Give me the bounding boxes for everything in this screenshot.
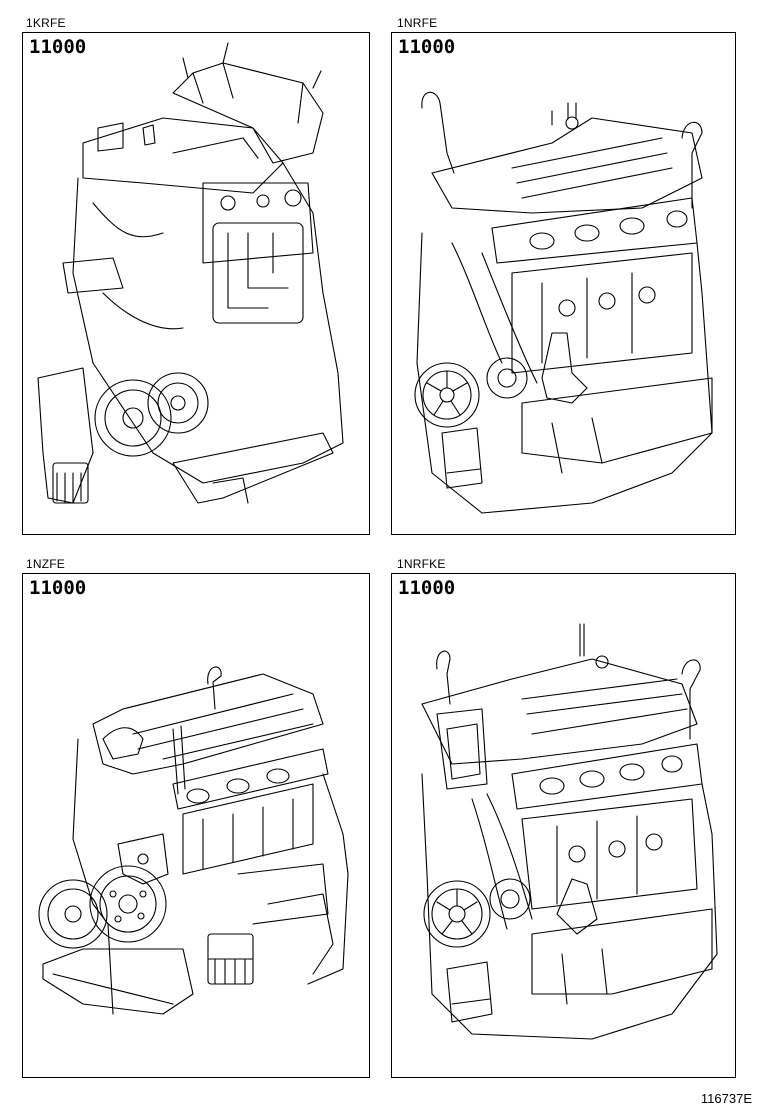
engine-assembly-illustration <box>421 623 718 1040</box>
engine-code-label: 1NRFE <box>397 16 438 30</box>
engine-assembly-illustration <box>414 91 713 514</box>
engine-code-label: 1NRFKE <box>397 557 446 571</box>
part-number-callout[interactable]: 11000 <box>29 577 87 599</box>
engine-assembly-illustration <box>38 666 349 1015</box>
engine-assembly-illustration <box>37 42 344 504</box>
engine-panel-1nrfe[interactable]: 11000 <box>391 32 736 535</box>
part-number-callout[interactable]: 11000 <box>398 36 456 58</box>
engine-code-label: 1NZFE <box>26 557 66 571</box>
engine-panel-1nrfke[interactable]: 11000 <box>391 573 736 1078</box>
part-number-callout[interactable]: 11000 <box>398 577 456 599</box>
part-number-callout[interactable]: 11000 <box>29 36 87 58</box>
figure-id: 116737E <box>700 1091 752 1106</box>
engine-panel-1krfe[interactable]: 11000 <box>22 32 370 535</box>
engine-code-label: 1KRFE <box>26 16 66 30</box>
engine-panel-1nzfe[interactable]: 11000 <box>22 573 370 1078</box>
